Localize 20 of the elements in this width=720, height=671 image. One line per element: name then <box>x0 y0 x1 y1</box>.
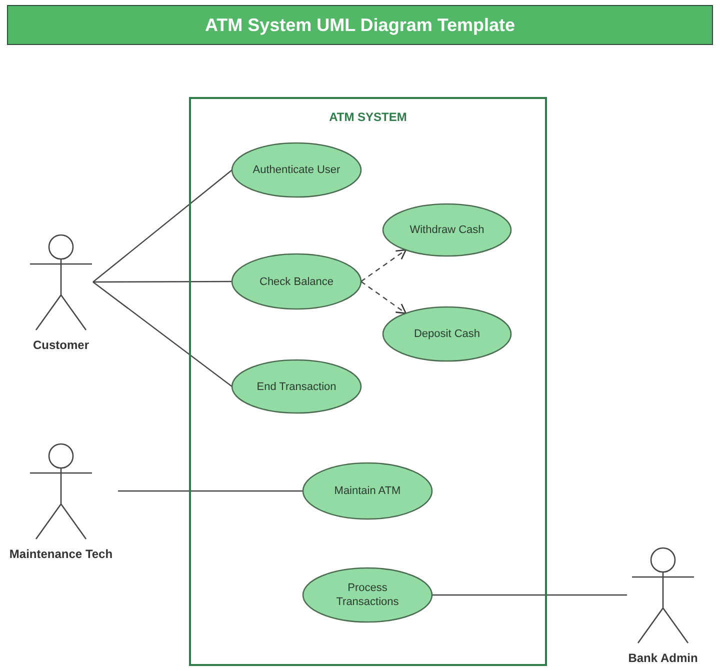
use-case-label: Deposit Cash <box>414 327 480 341</box>
actor-name: Maintenance Tech <box>9 547 113 562</box>
association-line <box>432 594 627 596</box>
association-line <box>92 282 232 387</box>
association-line <box>118 490 303 492</box>
dashed-arrow <box>360 281 407 314</box>
use-case-label: Withdraw Cash <box>410 223 484 237</box>
dashed-arrow <box>360 249 407 282</box>
system-boundary <box>189 97 547 666</box>
use-case-label: End Transaction <box>256 380 336 394</box>
title-banner: ATM System UML Diagram Template <box>7 5 713 45</box>
use-case-label: Maintain ATM <box>334 484 401 498</box>
system-name: ATM SYSTEM <box>329 110 407 124</box>
association-line <box>92 170 232 282</box>
association-line <box>93 280 232 283</box>
actor-name: Customer <box>32 338 89 353</box>
actor-name: Bank Admin <box>628 651 698 666</box>
use-case-label: Authenticate User <box>252 163 340 177</box>
use-case-label: Check Balance <box>260 274 334 288</box>
use-case-label: Process Transactions <box>335 581 400 609</box>
